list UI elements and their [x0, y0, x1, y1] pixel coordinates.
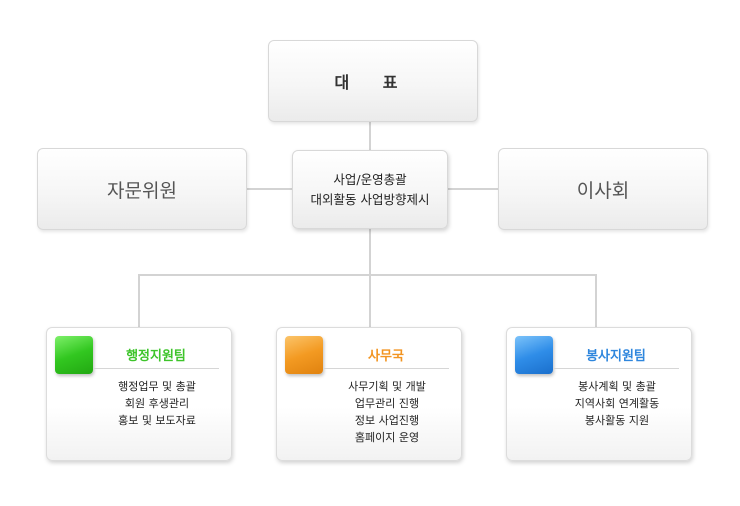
ceo-box: 대 표 [268, 40, 478, 122]
team-admin-item: 회원 후생관리 [124, 397, 190, 410]
team-admin-icon [55, 336, 93, 374]
connector-advisory-center [247, 188, 293, 190]
connector-center-down [369, 229, 371, 275]
team-card-office: 사무국 사무기획 및 개발 업무관리 진행 정보 사업진행 홈페이지 운영 [276, 327, 462, 461]
team-admin-title: 행정지원팀 [126, 349, 186, 364]
team-volunteer-item: 지역사회 연계활동 [574, 397, 660, 410]
connector-center-board [447, 188, 498, 190]
team-volunteer-item: 봉사활동 지원 [584, 414, 650, 427]
center-line-1: 사업/운영총괄 [333, 171, 407, 187]
team-office-item: 업무관리 진행 [354, 397, 420, 410]
ceo-label: 대 표 [334, 73, 412, 92]
team-office-divider [323, 368, 449, 369]
center-line-2: 대외활동 사업방향제시 [310, 191, 430, 207]
board-label: 이사회 [576, 179, 630, 202]
team-office-item: 홈페이지 운영 [354, 431, 420, 444]
connector-ceo-center [369, 122, 371, 150]
team-card-volunteer: 봉사지원팀 봉사계획 및 총괄 지역사회 연계활동 봉사활동 지원 [506, 327, 692, 461]
team-card-admin: 행정지원팀 행정업무 및 총괄 회원 후생관리 홍보 및 보도자료 [46, 327, 232, 461]
team-volunteer-title: 봉사지원팀 [586, 349, 646, 364]
connector-to-team-volunteer [595, 274, 597, 328]
team-volunteer-items: 봉사계획 및 총괄 지역사회 연계활동 봉사활동 지원 [553, 378, 681, 429]
team-volunteer-divider [553, 368, 679, 369]
advisory-box: 자문위원 [37, 148, 247, 230]
connector-to-team-office [369, 274, 371, 328]
team-office-title: 사무국 [368, 349, 404, 364]
team-office-item: 사무기획 및 개발 [348, 380, 426, 393]
center-box: 사업/운영총괄 대외활동 사업방향제시 [292, 150, 448, 229]
team-admin-divider [93, 368, 219, 369]
team-admin-item: 홍보 및 보도자료 [118, 414, 196, 427]
advisory-label: 자문위원 [107, 179, 177, 202]
team-office-item: 정보 사업진행 [354, 414, 420, 427]
connector-horizontal-bus [138, 274, 597, 276]
team-office-items: 사무기획 및 개발 업무관리 진행 정보 사업진행 홈페이지 운영 [323, 378, 451, 446]
team-admin-items: 행정업무 및 총괄 회원 후생관리 홍보 및 보도자료 [93, 378, 221, 429]
connector-to-team-admin [138, 274, 140, 328]
board-box: 이사회 [498, 148, 708, 230]
team-admin-item: 행정업무 및 총괄 [118, 380, 196, 393]
team-office-icon [285, 336, 323, 374]
team-volunteer-item: 봉사계획 및 총괄 [578, 380, 656, 393]
team-volunteer-icon [515, 336, 553, 374]
